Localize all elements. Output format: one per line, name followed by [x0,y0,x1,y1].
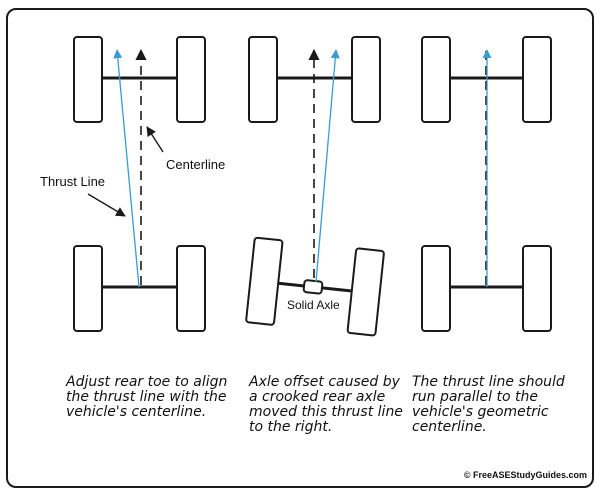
vehicle-1-thrust-line [113,49,140,288]
vehicle-1-front-axle [73,36,206,123]
thrust-line-pointer-arrow [87,193,126,217]
rear-right-tire [176,245,206,332]
copyright-credit: © FreeASEStudyGuides.com [463,470,587,480]
rear-left-tire [421,245,451,332]
rear-left-tire [245,236,284,326]
vehicle-2 [245,36,385,337]
caption-vehicle-1: Adjust rear toe to align the thrust line… [66,374,228,420]
vehicle-3-front-axle [421,36,552,123]
centerline-pointer-arrow [146,126,164,153]
vehicle-1 [73,36,206,332]
solid-axle-label: Solid Axle [287,298,340,312]
front-right-tire [351,36,381,123]
vehicle-2-rear-axle-crooked [245,236,385,337]
vehicle-1-rear-axle [73,245,206,332]
rear-left-tire [73,245,103,332]
front-left-tire [248,36,278,123]
rear-right-tire [522,245,552,332]
front-left-tire [73,36,103,123]
front-right-tire [176,36,206,123]
diagram-frame [6,8,594,488]
rear-right-tire [346,247,385,337]
vehicle-3 [421,36,552,332]
front-right-tire [522,36,552,123]
axle-housing [302,279,324,295]
caption-vehicle-3: The thrust line should run parallel to t… [412,374,565,435]
vehicle-2-thrust-line [315,49,340,283]
caption-vehicle-2: Axle offset caused by a crooked rear axl… [249,374,403,435]
vehicle-3-rear-axle [421,245,552,332]
front-left-tire [421,36,451,123]
vehicle-2-front-axle [248,36,381,123]
thrust-line-label: Thrust Line [40,174,106,189]
centerline-label: Centerline [166,157,226,172]
